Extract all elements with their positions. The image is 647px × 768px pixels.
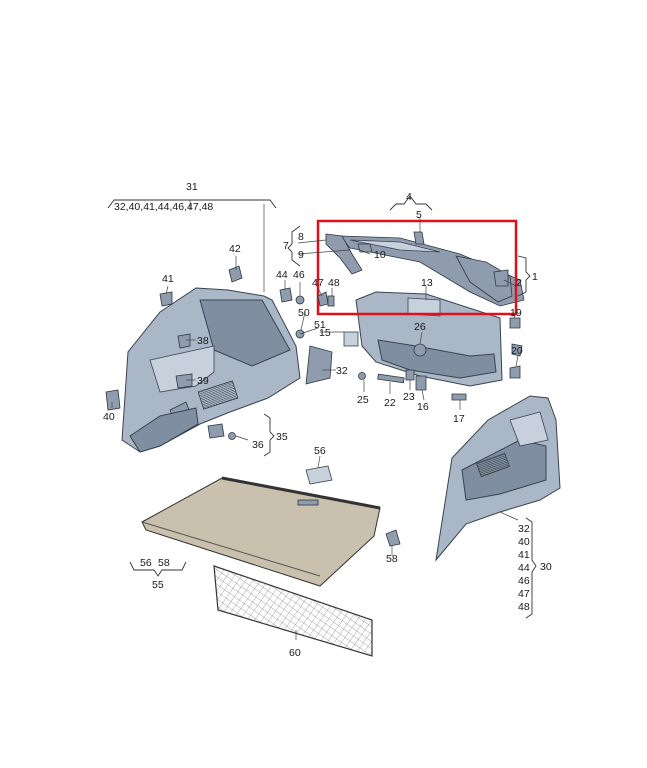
upper-trim-rails [325, 233, 525, 307]
callout-23: 23 [403, 391, 415, 403]
callout-58-left: 58 [158, 557, 170, 569]
callout-47: 47 [312, 277, 324, 289]
callout-7: 7 [283, 240, 289, 252]
left-side-trim-panel [121, 287, 301, 453]
list-item: 48 [518, 601, 530, 613]
callout-46: 46 [293, 269, 305, 281]
callout-brackets [107, 195, 537, 619]
callout-17: 17 [453, 413, 465, 425]
callout-55: 55 [152, 579, 164, 591]
callout-32: 32 [336, 365, 348, 377]
callout-30: 30 [540, 561, 552, 573]
luggage-net [213, 565, 373, 657]
callout-1: 1 [532, 271, 538, 283]
callout-25: 25 [357, 394, 369, 406]
callout-26: 26 [414, 321, 426, 333]
callout-60: 60 [289, 647, 301, 659]
callout-56-top: 56 [314, 445, 326, 457]
callout-10: 10 [374, 249, 386, 261]
callout-20: 20 [511, 345, 523, 357]
small-parts [105, 231, 523, 547]
callout-5: 5 [416, 209, 422, 221]
callout-50: 50 [298, 307, 310, 319]
leader-lines [111, 200, 519, 640]
callout-35: 35 [276, 431, 288, 443]
callout-31-list: 32,40,41,44,46,47,48 [114, 201, 213, 213]
callout-13: 13 [421, 277, 433, 289]
callout-48: 48 [328, 277, 340, 289]
list-item: 40 [518, 536, 530, 548]
callout-40: 40 [103, 411, 115, 423]
callout-39: 39 [197, 375, 209, 387]
callout-numbers: 31 32,40,41,44,46,47,48 42 41 44 46 47 4… [103, 181, 552, 659]
callout-56-bottom: 56 [140, 557, 152, 569]
callout-44: 44 [276, 269, 288, 281]
callout-16: 16 [417, 401, 429, 413]
callout-9: 9 [298, 249, 304, 261]
callout-58-right: 58 [386, 553, 398, 565]
luggage-compartment-cover [141, 476, 381, 587]
callout-4: 4 [406, 191, 412, 203]
callout-2: 2 [516, 277, 522, 289]
callout-51: 51 [314, 319, 326, 331]
list-item: 47 [518, 588, 530, 600]
callout-22: 22 [384, 397, 396, 409]
list-item: 44 [518, 562, 530, 574]
list-item: 32 [518, 523, 530, 535]
callout-41: 41 [162, 273, 174, 285]
callout-19: 19 [510, 307, 522, 319]
callout-15: 15 [319, 327, 331, 339]
rear-crossmember-trim [355, 291, 503, 387]
callout-42: 42 [229, 243, 241, 255]
callout-38: 38 [197, 335, 209, 347]
callout-30-list: 32 40 41 44 46 47 48 [518, 523, 530, 613]
callout-36: 36 [252, 439, 264, 451]
list-item: 46 [518, 575, 530, 587]
list-item: 41 [518, 549, 530, 561]
right-side-trim-panel [435, 395, 561, 562]
callout-31: 31 [186, 181, 198, 193]
highlight-box [316, 219, 518, 316]
callout-8: 8 [298, 231, 304, 243]
